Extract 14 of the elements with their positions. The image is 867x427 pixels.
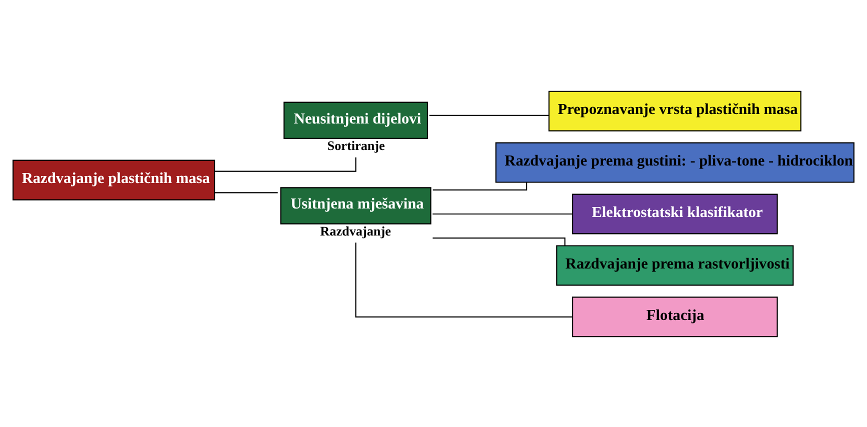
node-box: Razdvajanje prema gustini: - pliva-tone - hidrociklon: [495, 142, 854, 182]
node-box: Razdvajanje prema rastvorljivosti: [556, 244, 794, 286]
connector: [214, 192, 278, 193]
connector: [432, 237, 566, 246]
node-box: Prepoznavanje vrsta plastičnih masa: [548, 90, 802, 131]
connector: [432, 212, 572, 214]
node-box: Flotacija: [572, 296, 778, 337]
node-box: Elektrostatski klasifikator: [572, 193, 778, 234]
connector: [429, 114, 549, 116]
node-box: Razdvajanje plastičnih masa: [12, 159, 216, 200]
connector: [432, 182, 528, 190]
connector: [355, 242, 572, 317]
node-label: Sortiranje: [327, 138, 385, 153]
node-label: Razdvajanje: [320, 222, 391, 238]
